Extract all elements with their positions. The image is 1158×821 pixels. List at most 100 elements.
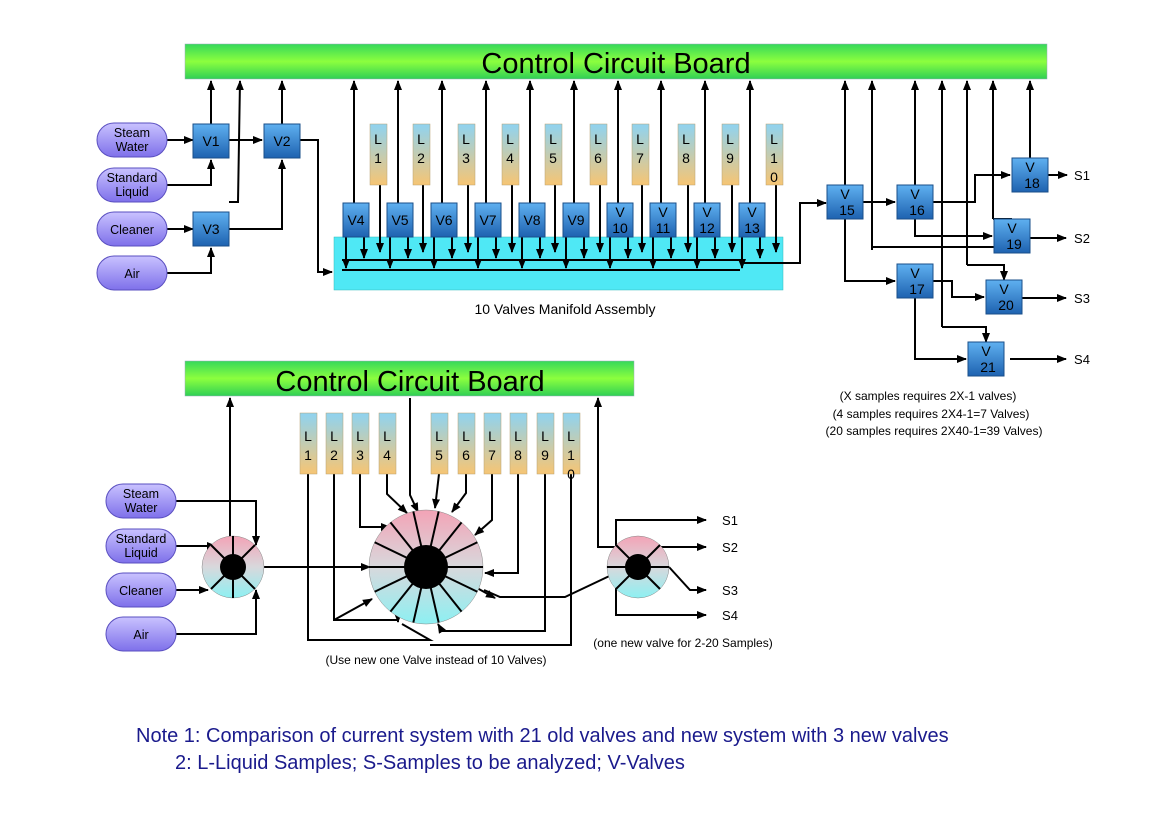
control-board-top xyxy=(184,43,1048,80)
samples-note-2: (4 samples requires 2X4-1=7 Valves) xyxy=(833,407,1030,421)
output-top-s1-label: S1 xyxy=(1074,168,1090,183)
source-cleaner-label: Cleaner xyxy=(110,223,154,237)
output-top-s2: S2 xyxy=(1074,231,1090,246)
output-bottom-s1: S1 xyxy=(722,513,738,528)
control-board-bottom xyxy=(184,360,635,397)
control-board-top-label: Control Circuit Board xyxy=(481,48,750,80)
source-bottom-air: Air xyxy=(105,616,177,652)
output-bottom-s3-label: S3 xyxy=(722,583,738,598)
output-top-s2-label: S2 xyxy=(1074,231,1090,246)
output-top-s1: S1 xyxy=(1074,168,1090,183)
output-top-s4: S4 xyxy=(1074,352,1090,367)
output-bottom-s3: S3 xyxy=(722,583,738,598)
valve-v4-label: V4 xyxy=(347,212,364,228)
valve-v9: V9 xyxy=(562,202,590,238)
output-top-s3: S3 xyxy=(1074,291,1090,306)
valve-v7: V7 xyxy=(474,202,502,238)
valve-v4: V4 xyxy=(342,202,370,238)
valve-v1: V1 xyxy=(192,123,230,159)
note-line-1: Note 1: Comparison of current system wit… xyxy=(136,725,949,747)
valve-v2-label: V2 xyxy=(273,133,290,149)
top-system: Control Circuit Board 10 Valves Manifold… xyxy=(96,43,1090,438)
source-cleaner: Cleaner xyxy=(96,211,168,247)
inlet-rotary-valve xyxy=(201,535,265,599)
output-bottom-s1-label: S1 xyxy=(722,513,738,528)
big-valve-caption: (Use new one Valve instead of 10 Valves) xyxy=(325,653,546,667)
valve-v6: V6 xyxy=(430,202,458,238)
valve-v9-label: V9 xyxy=(567,212,584,228)
valve-v8-label: V8 xyxy=(523,212,540,228)
source-air: Air xyxy=(96,255,168,291)
valve-v3: V3 xyxy=(192,211,230,247)
valve-v1-label: V1 xyxy=(202,133,219,149)
note-line-2: 2: L-Liquid Samples; S-Samples to be ana… xyxy=(175,752,685,774)
small-valve-caption: (one new valve for 2-20 Samples) xyxy=(593,636,772,650)
source-bottom-cleaner: Cleaner xyxy=(105,572,177,608)
valve-v2: V2 xyxy=(263,123,301,159)
output-rotary-valve xyxy=(606,535,670,599)
source-bottom-air-label: Air xyxy=(133,628,148,642)
output-bottom-s2-label: S2 xyxy=(722,540,738,555)
output-top-s3-label: S3 xyxy=(1074,291,1090,306)
liquid-rotary-valve xyxy=(368,509,484,625)
valve-v6-label: V6 xyxy=(435,212,452,228)
output-bottom-s2: S2 xyxy=(722,540,738,555)
